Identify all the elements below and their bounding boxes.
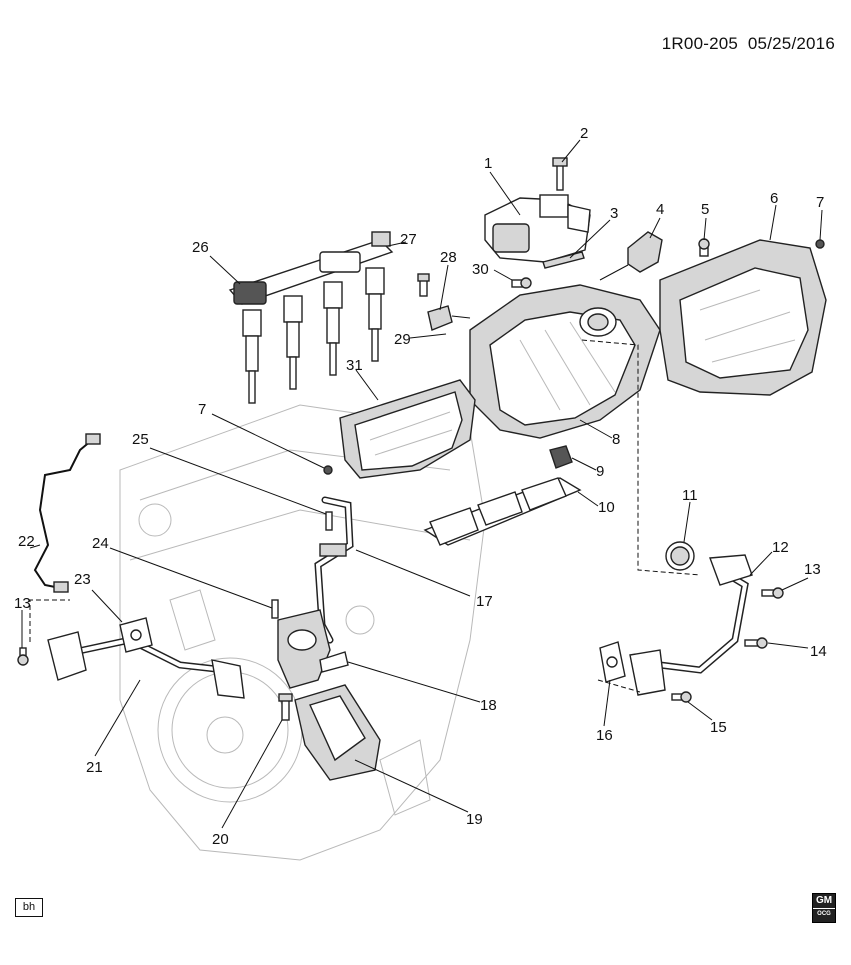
callout-31: 31: [346, 357, 363, 374]
callout-24: 24: [92, 535, 109, 552]
header-reference: 1R00-205 05/25/2016: [662, 34, 835, 54]
callout-5: 5: [701, 201, 709, 218]
bolt-27: [417, 273, 430, 297]
callout-2: 2: [580, 125, 588, 142]
callout-21: 21: [86, 759, 103, 776]
oxygen-sensor-28: [427, 305, 471, 331]
stud-24: [271, 599, 279, 619]
bolt-20: [278, 693, 293, 721]
reference-line-left: [29, 599, 70, 642]
callout-13-right: 13: [804, 561, 821, 578]
flange-gasket: [599, 641, 626, 683]
bolt-14: [744, 637, 768, 649]
bolt-13-right: [761, 587, 784, 599]
callout-30: 30: [472, 261, 489, 278]
callout-12: 12: [772, 539, 789, 556]
callout-18: 18: [480, 697, 497, 714]
leader-lines: [21, 139, 823, 829]
gm-logo: GM OCG: [812, 893, 836, 923]
turbo-coolant-pipe: [656, 554, 753, 674]
manifold-gasket: [423, 477, 582, 546]
callout-labels: 1 2 3 4 5 6 7 8 9 10 11 12 13 14 15 16 1…: [14, 125, 827, 848]
callout-10: 10: [598, 499, 615, 516]
bolt-30: [511, 277, 532, 289]
callout-14: 14: [810, 643, 827, 660]
diagram-code: 1R00-205: [661, 34, 739, 53]
wastegate-actuator: [599, 231, 663, 281]
callout-27: 27: [400, 231, 417, 248]
bolt-5: [698, 238, 710, 257]
callout-7-upper: 7: [816, 194, 824, 211]
reference-line-lower: [597, 679, 641, 693]
callout-25: 25: [132, 431, 149, 448]
reference-line: [581, 339, 701, 576]
bolt-15: [671, 691, 692, 703]
callout-11: 11: [682, 487, 698, 504]
callout-28: 28: [440, 249, 457, 266]
callout-8: 8: [612, 431, 620, 448]
callout-7-lower: 7: [198, 401, 206, 418]
bolt-7-lower: [323, 465, 333, 475]
callout-20: 20: [212, 831, 229, 848]
callout-6: 6: [770, 190, 778, 207]
pipe-flange: [629, 649, 666, 696]
callout-26: 26: [192, 239, 209, 256]
callout-4: 4: [656, 201, 664, 218]
bolt-25: [325, 511, 333, 531]
fuel-rail-injectors: [228, 231, 394, 404]
manifold-stud: [549, 445, 573, 469]
callout-15: 15: [710, 719, 727, 736]
callout-19: 19: [466, 811, 483, 828]
callout-23: 23: [74, 571, 91, 588]
heat-shield-upper: [659, 239, 827, 396]
callout-9: 9: [596, 463, 604, 480]
turbocharger: [484, 194, 591, 263]
callout-1: 1: [484, 155, 492, 172]
illustrator-code-box: bh: [15, 898, 43, 917]
callout-29: 29: [394, 331, 411, 348]
turbo-gasket: [542, 251, 585, 269]
callout-17: 17: [476, 593, 493, 610]
heat-shield-lower: [339, 379, 476, 479]
bolt-2: [552, 157, 568, 191]
callout-13-left: 13: [14, 595, 31, 612]
bolt-13-left: [17, 647, 29, 666]
exhaust-manifold: [469, 284, 661, 439]
diagram-date: 05/25/2016: [747, 34, 835, 53]
mounting-bracket: [294, 684, 381, 781]
coolant-return-pipe: [47, 631, 245, 699]
pipe-gasket-23: [119, 617, 153, 653]
temperature-sensor-harness: [33, 433, 101, 593]
callout-16: 16: [596, 727, 613, 744]
bolt-7-upper: [815, 239, 825, 249]
callout-3: 3: [610, 205, 618, 222]
gm-logo-text: GM: [815, 895, 833, 906]
callout-22: 22: [18, 533, 35, 550]
coolant-valve-assembly: [277, 609, 349, 689]
gm-logo-sub: OCG: [813, 908, 835, 919]
pipe-seal: [665, 541, 695, 571]
